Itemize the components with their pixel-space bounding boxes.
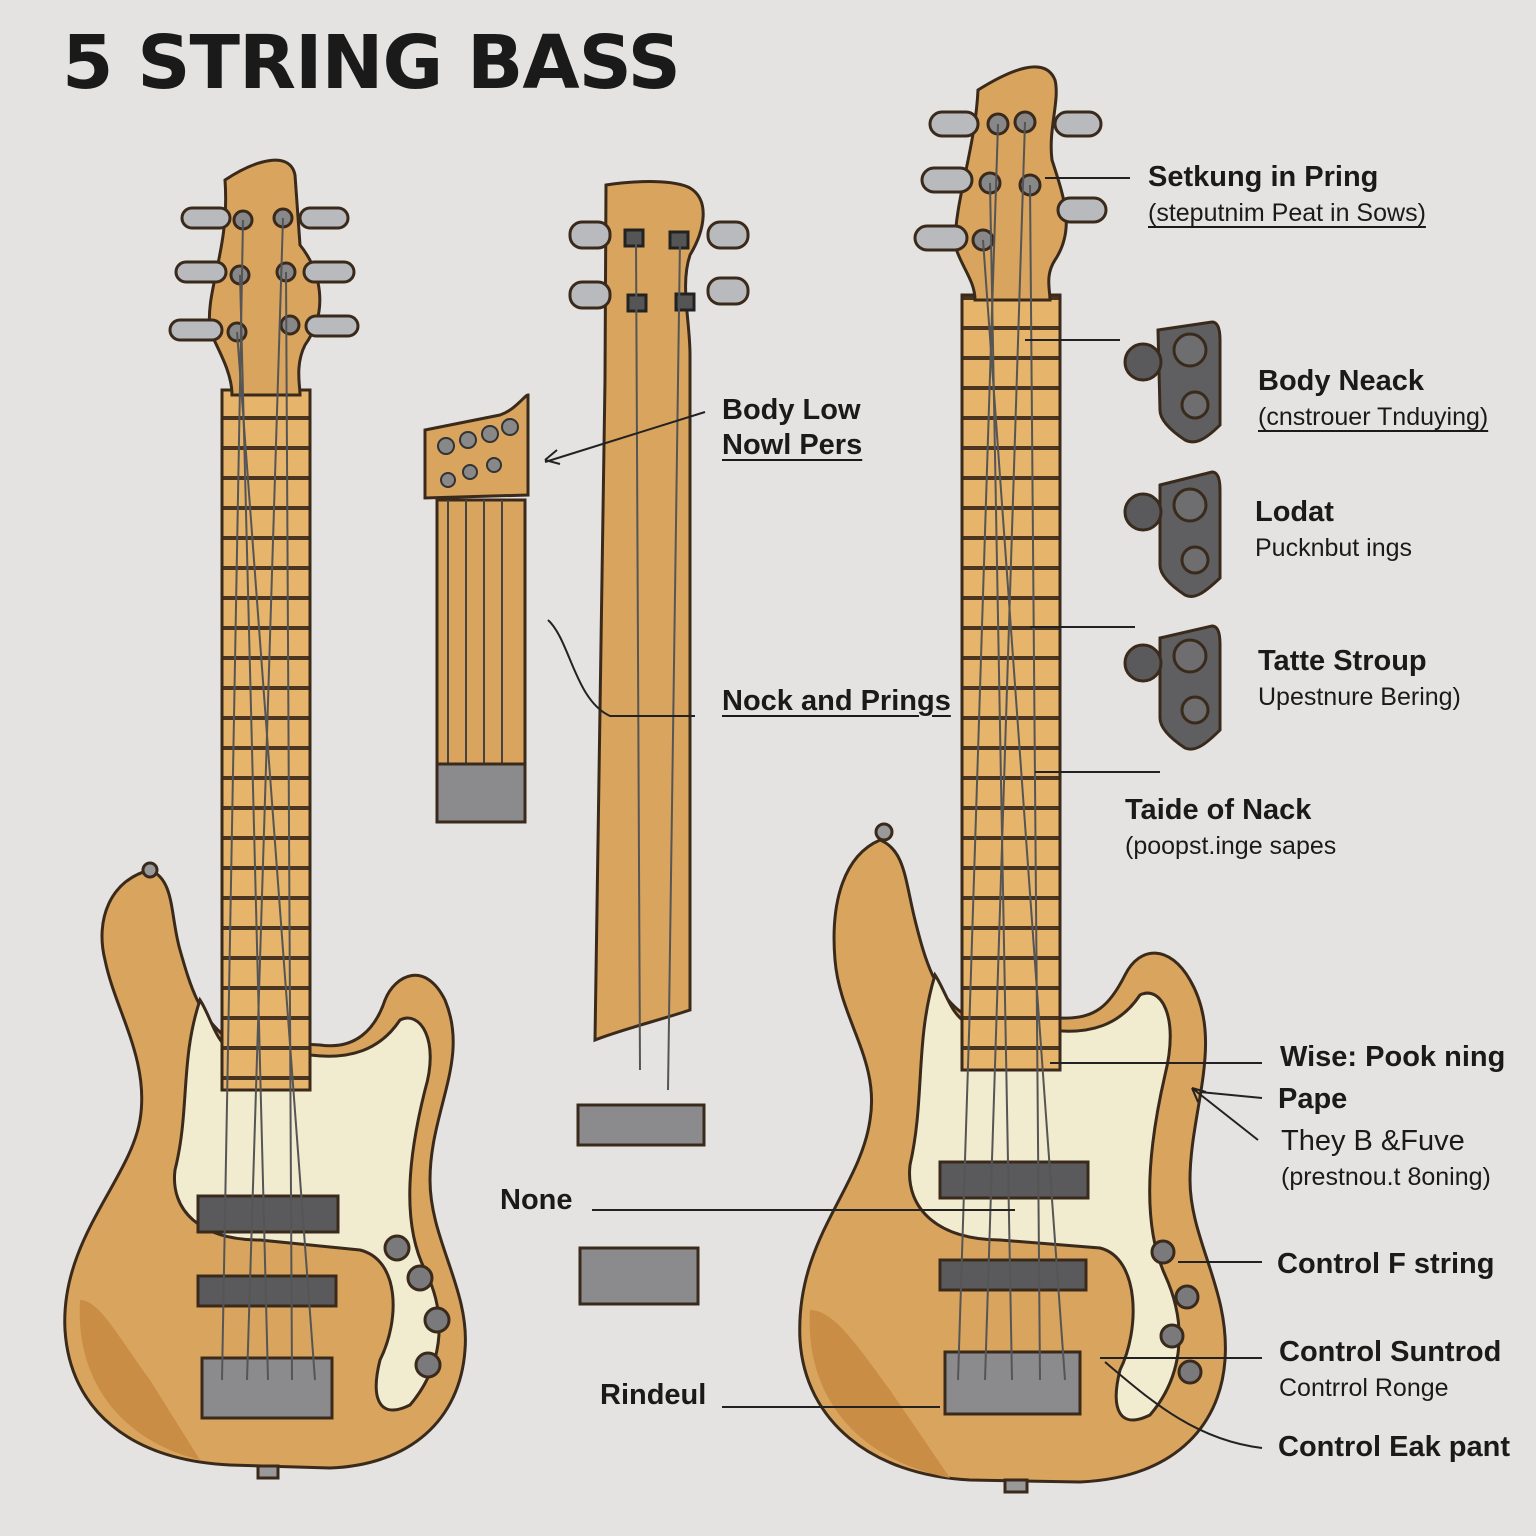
right-strings — [957, 121, 1066, 1381]
label-taide-main: Taide of Nack — [1125, 794, 1312, 826]
middle-parts — [423, 180, 750, 1306]
label-pape-main: Pape — [1278, 1083, 1348, 1115]
label-body-low: Body Low Nowl Pers — [722, 393, 862, 463]
label-wise-main: Wise: Pook ning — [1280, 1041, 1506, 1073]
label-setkung-sub: (steputnim Peat in Sows) — [1148, 198, 1426, 227]
label-control-suntrod-main: Control Suntrod — [1279, 1336, 1502, 1368]
label-none: None — [500, 1183, 573, 1218]
label-control-eak-main: Control Eak pant — [1278, 1431, 1511, 1463]
leader-lines — [544, 177, 1263, 1449]
label-pape: Pape — [1278, 1082, 1347, 1117]
label-tatte-stroup-main: Tatte Stroup — [1258, 645, 1427, 677]
label-rindeul: Rindeul — [600, 1378, 706, 1413]
label-taide-sub: (poopst.inge sapes — [1125, 831, 1337, 860]
small-headstock-part — [423, 393, 530, 500]
left-knobs — [383, 1234, 451, 1379]
label-body-low-sub: Nowl Pers — [722, 428, 863, 461]
label-rindeul-main: Rindeul — [600, 1379, 707, 1411]
label-lodat-sub: Pucknbut ings — [1255, 533, 1413, 562]
right-pickup-neck — [938, 1160, 1090, 1200]
control-module-2 — [1123, 470, 1222, 598]
right-tuners — [913, 110, 1108, 252]
label-setkung-main: Setkung in Pring — [1148, 161, 1379, 193]
right-bridge — [943, 1350, 1082, 1416]
label-body-neack-main: Body Neack — [1258, 365, 1425, 397]
label-taide-of-nack: Taide of Nack (poopst.inge sapes — [1125, 793, 1336, 862]
label-they-sub: (prestnou.t 8oning) — [1281, 1162, 1491, 1191]
label-none-main: None — [500, 1184, 573, 1216]
label-control-suntrod-sub: Contrrol Ronge — [1279, 1373, 1449, 1402]
label-control-eak-pant: Control Eak pant — [1278, 1430, 1510, 1465]
label-control-suntrod: Control Suntrod Contrrol Ronge — [1279, 1335, 1501, 1404]
label-they-b-fuve: They B &Fuve (prestnou.t 8oning) — [1281, 1124, 1491, 1193]
control-module-1 — [1123, 320, 1222, 444]
left-strap-button — [141, 861, 159, 879]
left-strings — [221, 217, 316, 1381]
label-they-main: They B &Fuve — [1281, 1125, 1465, 1157]
label-control-f-string: Control F string — [1277, 1247, 1494, 1282]
right-strap-button — [874, 822, 894, 842]
label-tatte-stroup: Tatte Stroup Upestnure Bering) — [1258, 644, 1461, 713]
label-body-neack: Body Neack (cnstrouer Tnduying) — [1258, 364, 1488, 433]
label-nock-and-prings: Nock and Prings — [722, 684, 951, 719]
left-pickup-neck — [196, 1194, 340, 1234]
label-nock-and-prings-main: Nock and Prings — [722, 685, 951, 717]
label-body-low-main: Body Low — [722, 394, 861, 426]
control-module-3 — [1123, 624, 1222, 751]
left-bass — [63, 158, 467, 1480]
label-control-f-main: Control F string — [1277, 1248, 1495, 1280]
right-bass — [798, 65, 1227, 1494]
bridge-part — [578, 1246, 700, 1306]
diagram-title: 5 STRING BASS — [62, 20, 681, 106]
right-pickup-bridge — [938, 1258, 1088, 1292]
right-knobs — [1150, 1239, 1203, 1385]
label-setkung-in-pring: Setkung in Pring (steputnim Peat in Sows… — [1148, 160, 1426, 229]
label-body-neack-sub: (cnstrouer Tnduying) — [1258, 402, 1489, 431]
label-tatte-stroup-sub: Upestnure Bering) — [1258, 682, 1461, 711]
label-wise-pook-ning: Wise: Pook ning — [1280, 1040, 1505, 1075]
long-neck-part — [593, 180, 705, 1043]
label-lodat-main: Lodat — [1255, 496, 1334, 528]
nut-part — [576, 1103, 706, 1147]
left-bass-body-shade — [79, 1300, 200, 1460]
right-neck — [960, 293, 1062, 1072]
right-bass-body-shade — [809, 1310, 950, 1478]
label-lodat: Lodat Pucknbut ings — [1255, 495, 1412, 564]
